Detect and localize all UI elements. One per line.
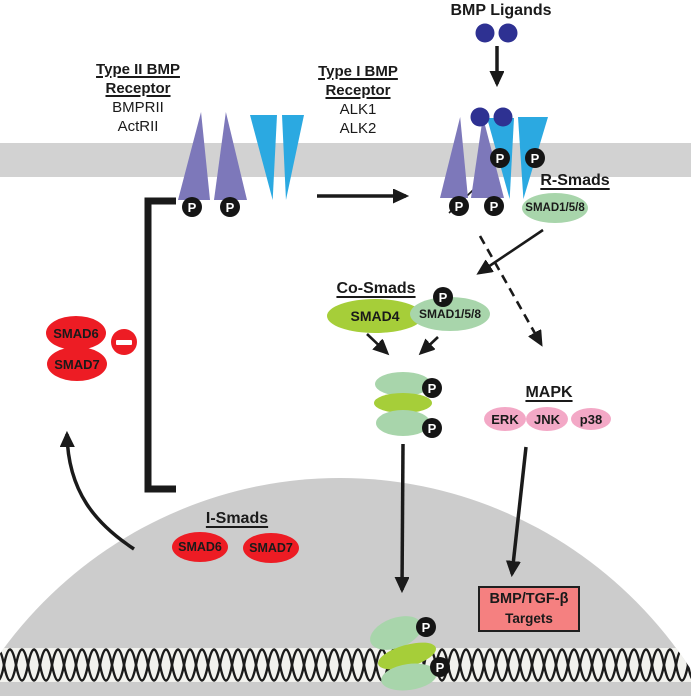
arrow-nucleus-to-ismads <box>67 434 135 551</box>
mapk-header: MAPK <box>525 384 573 401</box>
type-I-item-alk2: ALK2 <box>339 120 377 137</box>
bmp-ligands-label: BMP Ligands <box>450 2 552 19</box>
type-II-item-bmprii: BMPRII <box>112 99 164 116</box>
p38-molecule: p38 <box>571 408 611 430</box>
type-II-receptor-labels: Type II BMP Receptor BMPRII ActRII <box>96 60 180 136</box>
inhibition-icon <box>111 329 137 355</box>
arrow-rsmad-release <box>479 228 544 273</box>
phosphate-badge: P <box>182 197 202 217</box>
phosphate-badge: P <box>220 197 240 217</box>
plasma-membrane <box>0 143 691 177</box>
smad7-molecule: SMAD7 <box>47 347 107 381</box>
arrow-psmad-to-complex <box>421 336 439 353</box>
smad6-molecule-nucleus: SMAD6 <box>172 532 228 562</box>
smad-complex-bottom <box>376 410 430 436</box>
phosphate-badge: P <box>430 657 450 677</box>
type-I-item-alk1: ALK1 <box>339 101 377 118</box>
smad-complex-top <box>375 372 431 396</box>
inhibition-bracket <box>144 197 176 493</box>
smad7-molecule-nucleus: SMAD7 <box>243 533 299 563</box>
inhibition-minus-bar <box>116 339 132 345</box>
type-I-title-line1: Type I BMP <box>318 63 398 80</box>
smad-complex-middle <box>374 393 432 413</box>
bmp-ligand-circle <box>498 23 518 43</box>
type-II-item-actrii: ActRII <box>117 118 159 135</box>
i-smads-header: I-Smads <box>205 510 269 527</box>
bmp-tgfb-targets-box: BMP/TGF-β Targets <box>478 586 580 632</box>
phosphate-badge: P <box>484 196 504 216</box>
type-II-title-line2: Receptor <box>105 80 171 97</box>
type-I-title-line2: Receptor <box>325 82 391 99</box>
dna-helix-strands <box>0 648 691 682</box>
phosphate-badge: P <box>449 196 469 216</box>
type-II-title-line1: Type II BMP <box>96 61 180 78</box>
phosphate-badge: P <box>422 378 442 398</box>
r-smads-header: R-Smads <box>540 172 610 189</box>
arrow-smad4-to-complex <box>366 333 387 353</box>
arrow-mapk-to-targets <box>512 446 528 574</box>
smad4-molecule: SMAD4 <box>327 299 423 333</box>
targets-line2: Targets <box>505 611 553 626</box>
erk-molecule: ERK <box>484 407 526 431</box>
co-smads-header: Co-Smads <box>336 280 416 297</box>
bound-bmp-ligand-circle <box>470 107 490 127</box>
rsmad-smad158: SMAD1/5/8 <box>522 193 588 223</box>
type-I-receptor-labels: Type I BMP Receptor ALK1 ALK2 <box>318 62 398 138</box>
smad6-molecule: SMAD6 <box>46 316 106 350</box>
targets-line1: BMP/TGF-β <box>489 591 569 607</box>
dna-helix <box>0 648 691 682</box>
phosphate-badge: P <box>416 617 436 637</box>
phosphate-badge: P <box>490 148 510 168</box>
phosphate-badge: P <box>422 418 442 438</box>
arrow-complex-to-dna <box>402 443 403 590</box>
jnk-molecule: JNK <box>526 407 568 431</box>
bound-bmp-ligand-circle <box>493 107 513 127</box>
bmp-ligand-circle <box>475 23 495 43</box>
phosphate-badge: P <box>433 287 453 307</box>
arrow-noncanonical-to-mapk <box>478 235 541 344</box>
phosphate-badge: P <box>525 148 545 168</box>
